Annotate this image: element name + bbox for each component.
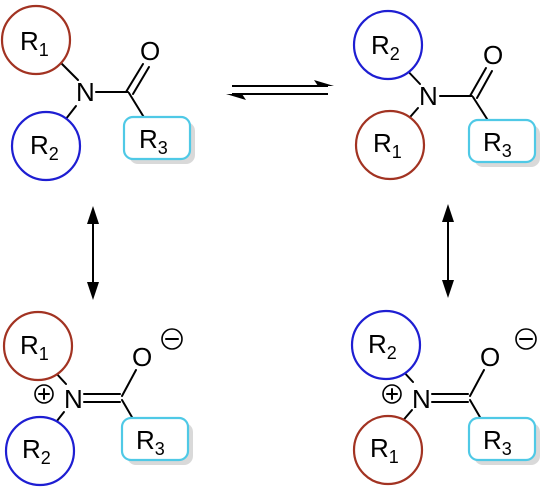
svg-text:R3: R3 bbox=[139, 124, 168, 158]
svg-text:R2: R2 bbox=[371, 30, 400, 64]
svg-text:R3: R3 bbox=[483, 127, 512, 161]
amide-structure-b: R2 R1 N O R3 bbox=[352, 9, 540, 181]
r2-circle bbox=[350, 309, 422, 381]
bond-c-o bbox=[121, 369, 137, 397]
r1-subscript: 1 bbox=[392, 142, 402, 162]
resonance-left-head-up bbox=[87, 206, 99, 224]
positive-charge-icon bbox=[382, 384, 402, 404]
bond-c-o-1 bbox=[469, 67, 487, 97]
r2-label: R bbox=[368, 329, 387, 359]
r2-label: R bbox=[22, 434, 41, 464]
r3-box bbox=[467, 118, 537, 164]
bond-n-r1 bbox=[59, 61, 79, 81]
r1-subscript: 1 bbox=[39, 40, 49, 60]
nitrogen-label: N bbox=[64, 384, 83, 414]
oxygen-label: O bbox=[132, 342, 152, 372]
r1-subscript: 1 bbox=[389, 447, 399, 467]
resonance-left-head-down bbox=[87, 282, 99, 300]
bond-c-o-2 bbox=[132, 66, 150, 95]
r1-circle bbox=[2, 310, 74, 382]
r2-circle bbox=[352, 9, 424, 81]
r2-label: R bbox=[371, 30, 390, 60]
svg-text:R1: R1 bbox=[20, 26, 49, 60]
r1-subscript: 1 bbox=[39, 344, 49, 364]
r1-label: R bbox=[373, 128, 392, 158]
equilibrium-forward-head bbox=[314, 80, 334, 86]
oxygen-label: O bbox=[140, 36, 160, 66]
amide-structure-a: R1 R2 N O R3 bbox=[0, 4, 195, 182]
r2-subscript: 2 bbox=[387, 343, 397, 363]
r3-label: R bbox=[483, 127, 502, 157]
resonance-right-head-down bbox=[442, 280, 454, 298]
svg-text:R3: R3 bbox=[483, 425, 512, 459]
svg-text:R1: R1 bbox=[370, 433, 399, 467]
r1-label: R bbox=[370, 433, 389, 463]
negative-charge-icon bbox=[515, 328, 537, 350]
oxygen-label: O bbox=[480, 342, 500, 372]
svg-text:R2: R2 bbox=[22, 434, 51, 468]
r3-subscript: 3 bbox=[158, 138, 168, 158]
r3-label: R bbox=[136, 425, 155, 455]
r3-box bbox=[120, 416, 190, 462]
r1-label: R bbox=[20, 330, 39, 360]
oxygen-label: O bbox=[483, 40, 503, 70]
resonance-arrow-right bbox=[442, 204, 454, 298]
r1-circle bbox=[354, 109, 426, 181]
nitrogen-label: N bbox=[412, 384, 431, 414]
r3-label: R bbox=[483, 425, 502, 455]
zwitterion-structure-a: R1 R2 N O R3 bbox=[2, 310, 193, 487]
r3-subscript: 3 bbox=[155, 439, 165, 459]
r2-subscript: 2 bbox=[41, 448, 51, 468]
r2-circle bbox=[4, 415, 76, 487]
nitrogen-label: N bbox=[419, 81, 438, 111]
equilibrium-back-head bbox=[226, 94, 246, 100]
r2-label: R bbox=[30, 130, 49, 160]
svg-text:R2: R2 bbox=[368, 329, 397, 363]
r3-box bbox=[467, 416, 537, 462]
r1-circle bbox=[352, 414, 424, 486]
svg-text:R3: R3 bbox=[136, 425, 165, 459]
r2-subscript: 2 bbox=[49, 144, 59, 164]
negative-charge-icon bbox=[161, 328, 183, 350]
svg-text:R1: R1 bbox=[373, 128, 402, 162]
r2-subscript: 2 bbox=[390, 44, 400, 64]
r3-box bbox=[122, 115, 192, 161]
positive-charge-icon bbox=[34, 384, 54, 404]
r3-label: R bbox=[139, 124, 158, 154]
svg-text:R2: R2 bbox=[30, 130, 59, 164]
bond-c-o-1 bbox=[125, 63, 144, 93]
bond-c-r3 bbox=[128, 92, 146, 120]
r1-label: R bbox=[20, 26, 39, 56]
svg-text:R1: R1 bbox=[20, 330, 49, 364]
bond-c-r3 bbox=[472, 96, 490, 123]
bond-c-o-2 bbox=[476, 70, 493, 99]
r1-circle bbox=[0, 4, 72, 76]
r3-subscript: 3 bbox=[502, 141, 512, 161]
equilibrium-arrow bbox=[226, 80, 334, 100]
resonance-arrow-left bbox=[87, 206, 99, 300]
zwitterion-structure-b: R2 R1 N O R3 bbox=[350, 309, 540, 486]
nitrogen-label: N bbox=[76, 77, 95, 107]
r3-subscript: 3 bbox=[502, 439, 512, 459]
bond-c-o bbox=[469, 369, 485, 397]
resonance-right-head-up bbox=[442, 204, 454, 222]
r2-circle bbox=[10, 110, 82, 182]
